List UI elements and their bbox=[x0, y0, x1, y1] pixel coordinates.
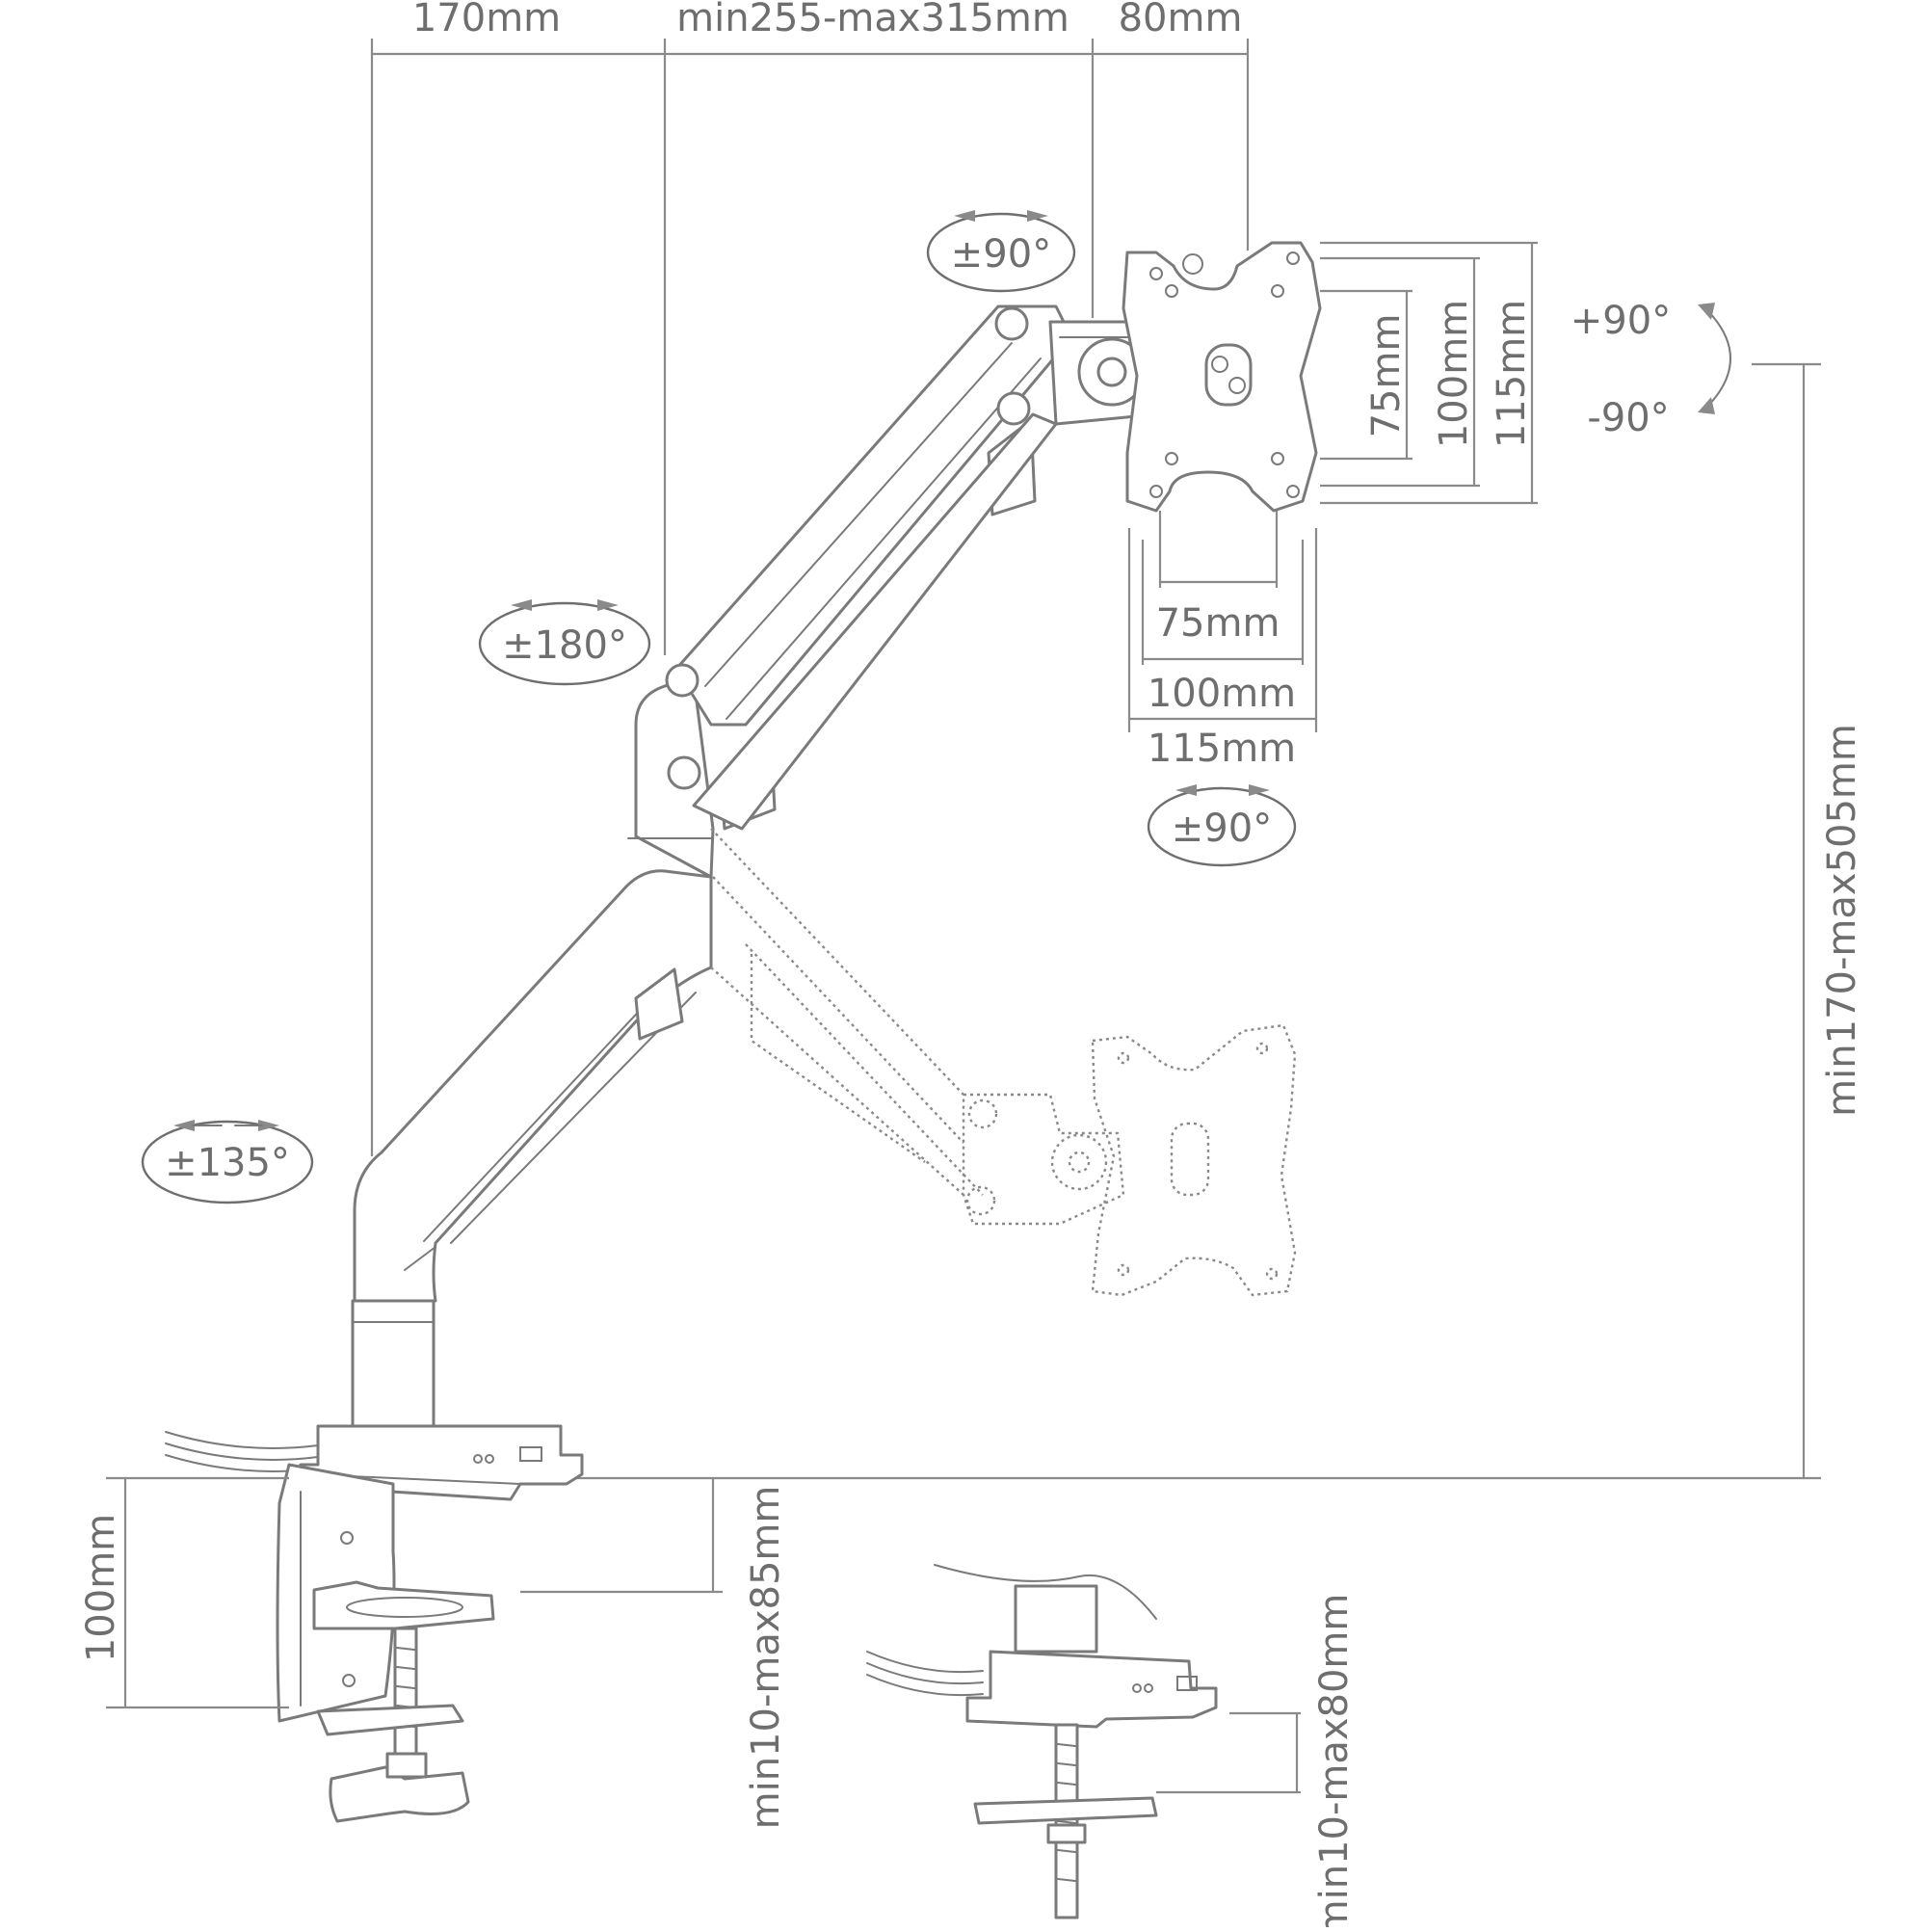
rotation-base-label: ±135° bbox=[165, 1141, 290, 1185]
vesa-v-100-label: 100mm bbox=[1432, 300, 1476, 448]
clamp-height-label: 100mm bbox=[79, 1514, 123, 1662]
rotation-arc-icon bbox=[1698, 303, 1731, 414]
vesa-v-75-label: 75mm bbox=[1364, 314, 1409, 438]
clamp-dimension-lines bbox=[106, 1476, 723, 1709]
vesa-h-115-label: 115mm bbox=[1148, 727, 1296, 771]
rotation-plus-label: +90° bbox=[1571, 299, 1671, 343]
rotation-head-swivel-label: ±90° bbox=[951, 232, 1051, 277]
rotation-head-tilt-label: ±90° bbox=[1172, 807, 1272, 851]
rotation-elbow-badge bbox=[478, 599, 651, 686]
arm-reach-label: min255-max315mm bbox=[676, 0, 1069, 40]
height-range-label: min170-max505mm bbox=[1820, 724, 1864, 1117]
grommet-mount-illustration bbox=[866, 1564, 1218, 1919]
vesa-horizontal-dims bbox=[1127, 511, 1318, 732]
rotation-head-tilt-badge bbox=[1147, 784, 1297, 867]
vesa-h-100-label: 100mm bbox=[1148, 672, 1296, 716]
rotation-head-swivel-badge bbox=[926, 210, 1076, 293]
vesa-v-115-label: 115mm bbox=[1490, 300, 1534, 448]
arm-offset-label: 170mm bbox=[412, 0, 561, 40]
top-dimension-lines bbox=[370, 39, 1250, 1156]
lowered-position-ghost bbox=[710, 828, 1297, 1297]
head-depth-label: 80mm bbox=[1119, 0, 1243, 40]
height-dimension bbox=[559, 362, 1821, 1480]
rotation-minus-label: -90° bbox=[1587, 396, 1669, 440]
vesa-h-75-label: 75mm bbox=[1156, 601, 1280, 646]
vesa-vertical-dims bbox=[1320, 241, 1538, 505]
clamp-range-label: min10-max85mm bbox=[744, 1486, 788, 1830]
monitor-arm-illustration bbox=[165, 241, 1322, 1823]
grommet-dimension-lines bbox=[1156, 1711, 1301, 1794]
grommet-range-label: min10-max80mm bbox=[1312, 1594, 1357, 1927]
rotation-base-badge bbox=[141, 1120, 314, 1204]
rotation-elbow-label: ±180° bbox=[502, 623, 627, 668]
